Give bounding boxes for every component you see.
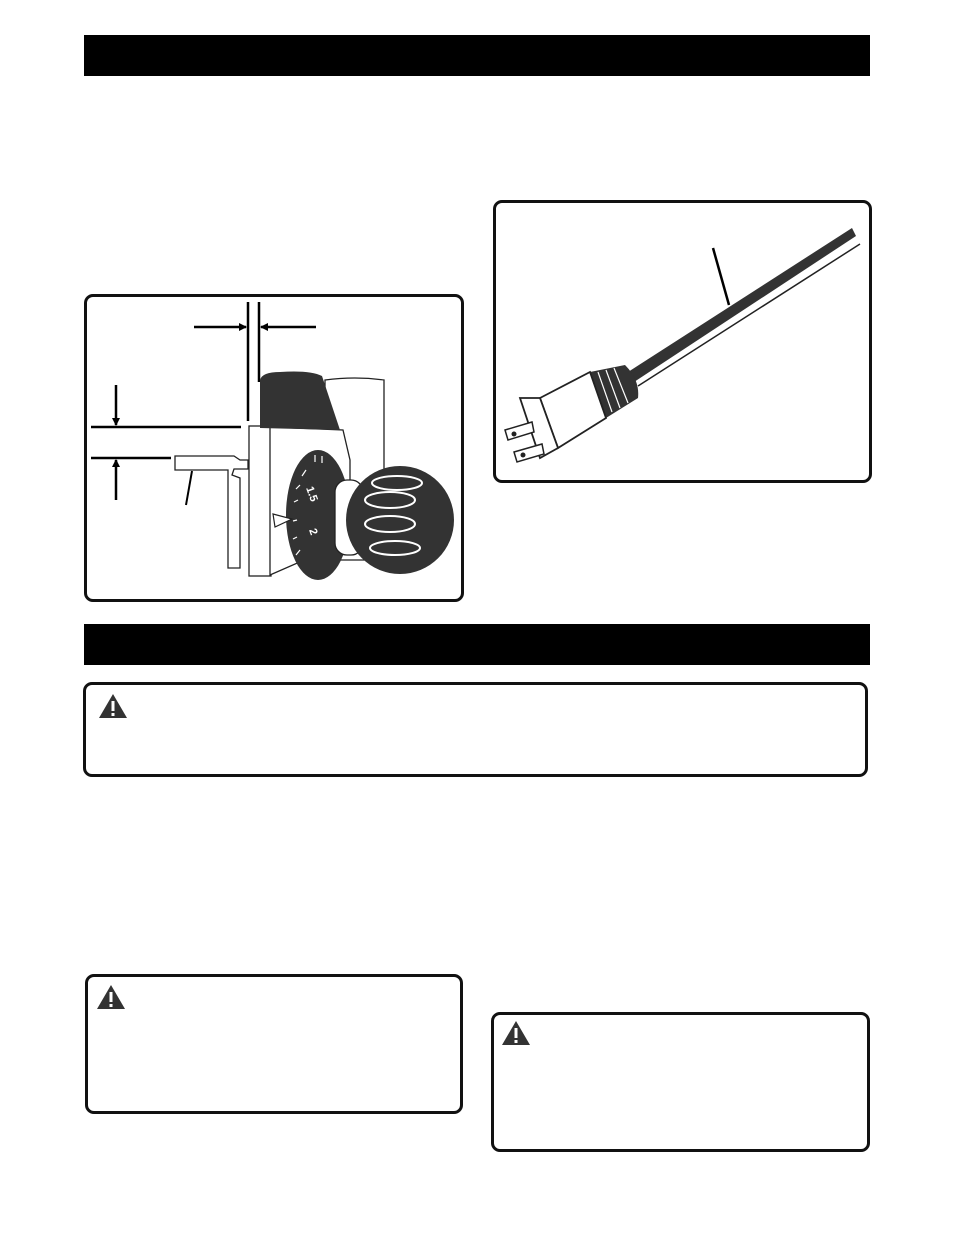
plug-face	[518, 397, 560, 460]
power-cord	[628, 228, 856, 382]
leader-line	[711, 247, 731, 306]
power-cord-edge	[637, 243, 861, 387]
depth-dial	[286, 450, 350, 580]
dial-ticks	[292, 455, 323, 556]
warning-box-3	[491, 1012, 870, 1152]
warning-box-2	[85, 974, 463, 1114]
strain-relief-ridges	[597, 367, 629, 413]
base-plate	[174, 455, 249, 569]
motor-cap	[260, 371, 340, 430]
dial-label: 2	[306, 527, 319, 537]
section-header-bar-1	[84, 35, 870, 76]
knob-grips	[364, 475, 423, 556]
leader-line	[185, 470, 193, 506]
dial-label: 1.5	[303, 485, 320, 503]
warning-triangle-icon	[97, 985, 125, 1009]
warning-triangle-icon	[502, 1021, 530, 1045]
warning-box-1	[83, 682, 868, 777]
prong-hole	[511, 431, 517, 437]
warning-triangle-icon	[99, 694, 127, 718]
adjustment-knob	[346, 466, 454, 574]
section-header-bar-2	[84, 624, 870, 665]
plug-prong	[513, 443, 545, 463]
prong-hole	[520, 452, 526, 458]
plug-prong	[504, 421, 535, 441]
pointer-indicator	[272, 513, 294, 528]
